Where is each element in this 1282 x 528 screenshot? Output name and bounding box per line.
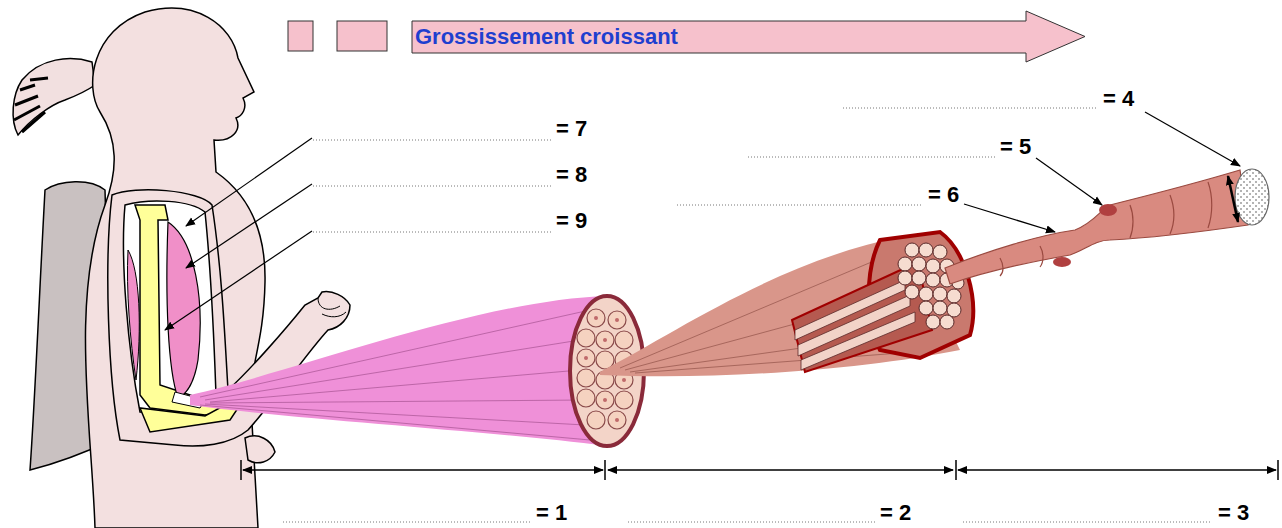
callout-number: = 3: [1218, 502, 1249, 524]
callout-number: = 1: [536, 502, 567, 524]
callout-number: = 7: [556, 118, 587, 140]
callout-number: = 5: [1000, 136, 1031, 158]
magnification-arrow: Grossissement croissant: [411, 10, 1086, 63]
arrow-caption: Grossissement croissant: [415, 26, 678, 48]
callout-number: = 4: [1103, 88, 1134, 110]
callout-number: = 2: [880, 502, 911, 524]
callout-number: = 8: [556, 164, 587, 186]
callout-number: = 6: [928, 184, 959, 206]
callout-number: = 9: [556, 210, 587, 232]
